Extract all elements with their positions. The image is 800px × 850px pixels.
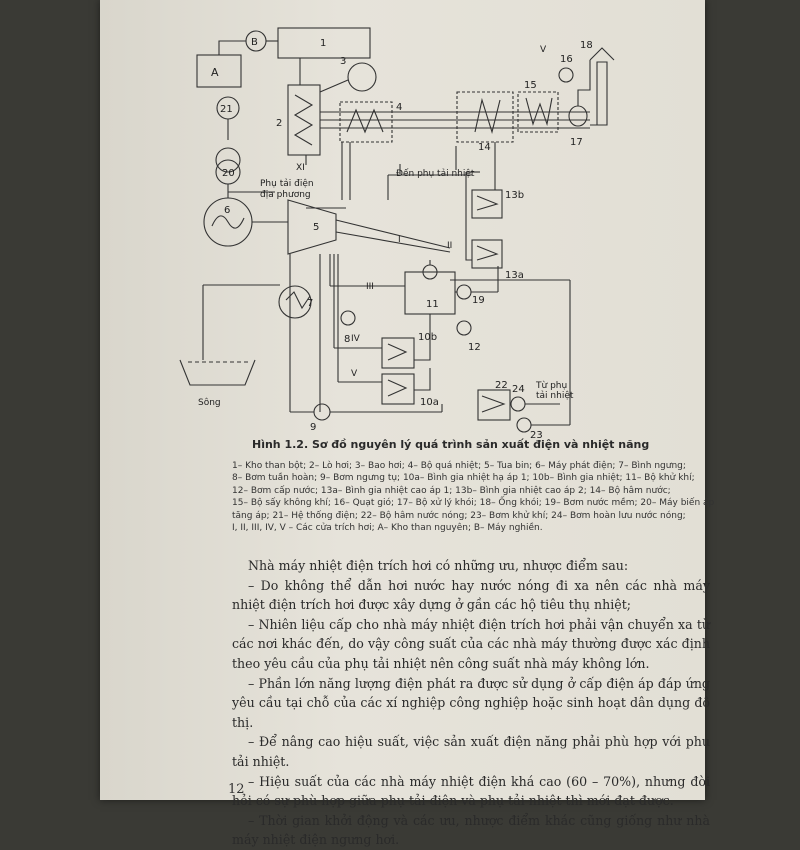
- label-11: 11: [426, 299, 439, 310]
- label-13a: 13a: [505, 270, 524, 281]
- condenser-circle: [278, 285, 312, 319]
- label-3: 3: [340, 56, 346, 67]
- label-4: 4: [396, 102, 402, 113]
- air-heater-box: [517, 91, 559, 133]
- turbine-shape: [287, 199, 337, 255]
- soft-water-pump-circle: [456, 284, 472, 300]
- page-number: 12: [228, 782, 245, 797]
- coal-yard-box: [196, 54, 242, 88]
- feed-water-pump-circle: [456, 320, 472, 336]
- hp-heater-1-box: [471, 239, 503, 269]
- paragraph: – Do không thể dẫn hơi nước hay nước nón…: [232, 577, 710, 613]
- label-V-top: V: [540, 45, 547, 55]
- label-1: 1: [320, 38, 326, 49]
- legend-line: 1– Kho than bột; 2– Lò hơi; 3– Bao hơi; …: [232, 461, 686, 471]
- label-8: 8: [344, 334, 350, 345]
- hot-water-heater-box: [477, 389, 511, 421]
- label-10a: 10a: [420, 397, 439, 408]
- label-local-load-1: Phụ tải điện: [260, 178, 314, 189]
- deaerator-pump-circle: [516, 417, 532, 433]
- label-from-heat-1: Từ phụ: [535, 381, 567, 391]
- label-IV: IV: [351, 334, 361, 344]
- label-19: 19: [472, 295, 485, 306]
- label-XI: XI: [296, 163, 305, 173]
- legend-line: tăng áp; 21– Hệ thống điện; 22– Bộ hâm n…: [232, 510, 686, 521]
- circulation-pump-circle: [340, 310, 356, 326]
- label-20: 20: [222, 168, 235, 179]
- label-III: III: [366, 282, 374, 292]
- flue-treatment-circle: [568, 105, 588, 127]
- legend-line: 8– Bơm tuần hoàn; 9– Bơm ngưng tụ; 10a– …: [232, 473, 695, 484]
- label-21: 21: [220, 104, 233, 115]
- book-page: A B 1 2 3 4 5 6 7 8 9 10a 10b 11 12 13a …: [100, 0, 715, 847]
- label-17: 17: [570, 137, 583, 148]
- legend-line: 12– Bơm cấp nước; 13a– Bình gia nhiệt ca…: [232, 485, 671, 496]
- legend-line: I, II, III, IV, V – Các cửa trích hơi; A…: [232, 523, 543, 534]
- label-9: 9: [310, 422, 316, 433]
- body-text: Nhà máy nhiệt điện trích hơi có những ưu…: [232, 556, 710, 850]
- label-B: B: [251, 37, 258, 48]
- lp-heater-box: [381, 337, 415, 369]
- hot-water-pump-circle: [510, 396, 526, 412]
- label-from-heat-2: tải nhiệt: [536, 390, 574, 401]
- economizer-box: [456, 91, 514, 143]
- label-V: V: [351, 369, 358, 379]
- label-5: 5: [313, 222, 319, 233]
- figure-caption: Hình 1.2. Sơ đồ nguyên lý quá trình sản …: [252, 438, 650, 451]
- steam-drum-circle: [347, 62, 377, 92]
- hp-heater-2-box: [471, 189, 503, 219]
- label-15: 15: [524, 80, 537, 91]
- label-10b: 10b: [418, 332, 437, 343]
- schematic-diagram: A B 1 2 3 4 5 6 7 8 9 10a 10b 11 12 13a …: [179, 27, 615, 440]
- label-I: I: [398, 235, 401, 245]
- label-16: 16: [560, 54, 573, 65]
- figure-legend: 1– Kho than bột; 2– Lò hơi; 3– Bao hơi; …: [232, 460, 715, 534]
- label-22: 22: [495, 380, 508, 391]
- label-7: 7: [307, 298, 313, 309]
- lp-heater-1-box: [381, 373, 415, 405]
- label-23: 23: [530, 430, 543, 440]
- label-river: Sông: [198, 397, 221, 408]
- condensate-pump-circle: [313, 403, 331, 421]
- label-24: 24: [512, 384, 525, 395]
- label-18: 18: [580, 40, 593, 51]
- label-12: 12: [468, 342, 481, 353]
- paragraph: – Nhiên liệu cấp cho nhà máy nhiệt điện …: [232, 616, 710, 671]
- coal-bunker-box: [277, 27, 371, 59]
- superheater-box: [339, 101, 393, 143]
- label-II: II: [447, 241, 452, 251]
- fan-circle: [558, 67, 574, 83]
- paragraph: – Thời gian khởi động và các ưu, nhược đ…: [232, 812, 710, 848]
- label-A: A: [211, 66, 219, 79]
- label-14: 14: [478, 142, 491, 153]
- label-6: 6: [224, 205, 230, 216]
- paragraph: Nhà máy nhiệt điện trích hơi có những ưu…: [248, 558, 629, 573]
- label-13b: 13b: [505, 190, 524, 201]
- paragraph: – Hiệu suất của các nhà máy nhiệt điện k…: [232, 773, 710, 809]
- label-heat-load: Đến phụ tải nhiệt: [396, 168, 475, 179]
- paragraph: – Phần lớn năng lượng điện phát ra được …: [232, 675, 710, 730]
- paragraph: – Để nâng cao hiệu suất, việc sản xuất đ…: [232, 734, 710, 769]
- label-local-load-2: địa phương: [260, 190, 311, 200]
- legend-line: 15– Bộ sấy không khí; 16– Quạt gió; 17– …: [232, 498, 715, 509]
- label-2: 2: [276, 118, 282, 129]
